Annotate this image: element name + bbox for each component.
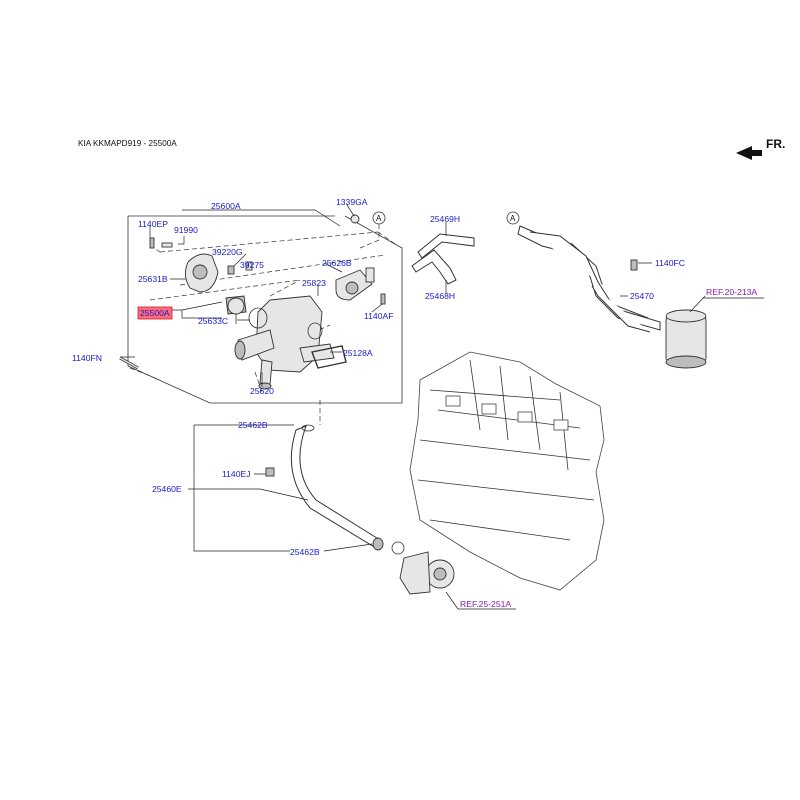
front-marker-label: FR. xyxy=(766,137,785,151)
ref-underlines xyxy=(445,297,764,610)
part-label-25128a[interactable]: 25128A xyxy=(343,348,373,358)
oil-cooler-part xyxy=(665,309,707,369)
part-label-39275[interactable]: 39275 xyxy=(240,260,264,270)
part-label-25600a[interactable]: 25600A xyxy=(211,201,241,211)
guide-lines-2 xyxy=(129,279,331,425)
part-label-25631b[interactable]: 25631B xyxy=(138,274,168,284)
engine-block-illustration xyxy=(409,351,605,591)
part-label-25620[interactable]: 25620 xyxy=(250,386,274,396)
part-label-1140af[interactable]: 1140AF xyxy=(364,311,393,321)
part-label-39220g[interactable]: 39220G xyxy=(212,247,243,257)
leader-lines xyxy=(120,204,706,387)
hose-25470-part xyxy=(517,225,661,333)
highlight-25500a xyxy=(137,306,173,320)
gasket-25128a-part xyxy=(311,345,347,369)
part-label-25462b-bottom[interactable]: 25462B xyxy=(290,547,320,557)
part-label-25468h[interactable]: 25468H xyxy=(425,291,455,301)
o-ring-lower-part xyxy=(391,541,405,555)
part-label-25500a[interactable]: 25500A xyxy=(140,308,170,318)
part-label-25633c[interactable]: 25633C xyxy=(198,316,228,326)
part-label-25460e[interactable]: 25460E xyxy=(152,484,182,494)
leader-25500a xyxy=(172,301,223,319)
o-ring-part xyxy=(307,322,323,340)
heater-pipe-25469h-part xyxy=(411,233,475,285)
part-label-25469h[interactable]: 25469H xyxy=(430,214,460,224)
bolt-1140fc-icon xyxy=(630,259,638,271)
part-label-1140ep[interactable]: 1140EP xyxy=(138,219,168,229)
part-label-25823[interactable]: 25823 xyxy=(302,278,326,288)
ref-circle-a-right-letter: A xyxy=(510,214,516,223)
part-label-91990[interactable]: 91990 xyxy=(174,225,198,235)
diagram-title: KIA KKMAPD919 - 25500A xyxy=(78,139,177,148)
assembly-box xyxy=(127,215,403,404)
ref-a-guide xyxy=(359,224,380,249)
water-hose-25460e-part xyxy=(290,424,384,551)
part-label-25626b[interactable]: 25626B xyxy=(322,258,352,268)
ref-link-25-251a[interactable]: REF.25-251A xyxy=(460,599,511,609)
ref-circle-a-right-icon xyxy=(506,211,520,225)
long-bolt-1140fn-icon xyxy=(119,356,139,370)
guide-lines xyxy=(149,231,399,301)
water-pump-part xyxy=(399,551,455,595)
ref-circle-a-letter: A xyxy=(376,214,382,223)
bolt-icon xyxy=(149,214,386,305)
part-label-1140fc[interactable]: 1140FC xyxy=(655,258,685,268)
thermostat-part xyxy=(225,295,247,324)
part-label-1140fn[interactable]: 1140FN xyxy=(72,353,102,363)
ref-link-20-213a[interactable]: REF.20-213A xyxy=(706,287,757,297)
part-label-25462b-top[interactable]: 25462B xyxy=(238,420,268,430)
bracket-lines xyxy=(188,424,373,552)
bolt-1140ej-icon xyxy=(265,467,275,477)
part-label-1339ga[interactable]: 1339GA xyxy=(336,197,368,207)
thermostat-housing-part xyxy=(185,253,335,390)
gasket-ring-part xyxy=(248,307,268,329)
part-label-25470[interactable]: 25470 xyxy=(630,291,654,301)
front-direction-arrow-icon xyxy=(736,146,762,160)
part-label-1140ej[interactable]: 1140EJ xyxy=(222,469,251,479)
outlet-fitting-part xyxy=(335,267,375,301)
